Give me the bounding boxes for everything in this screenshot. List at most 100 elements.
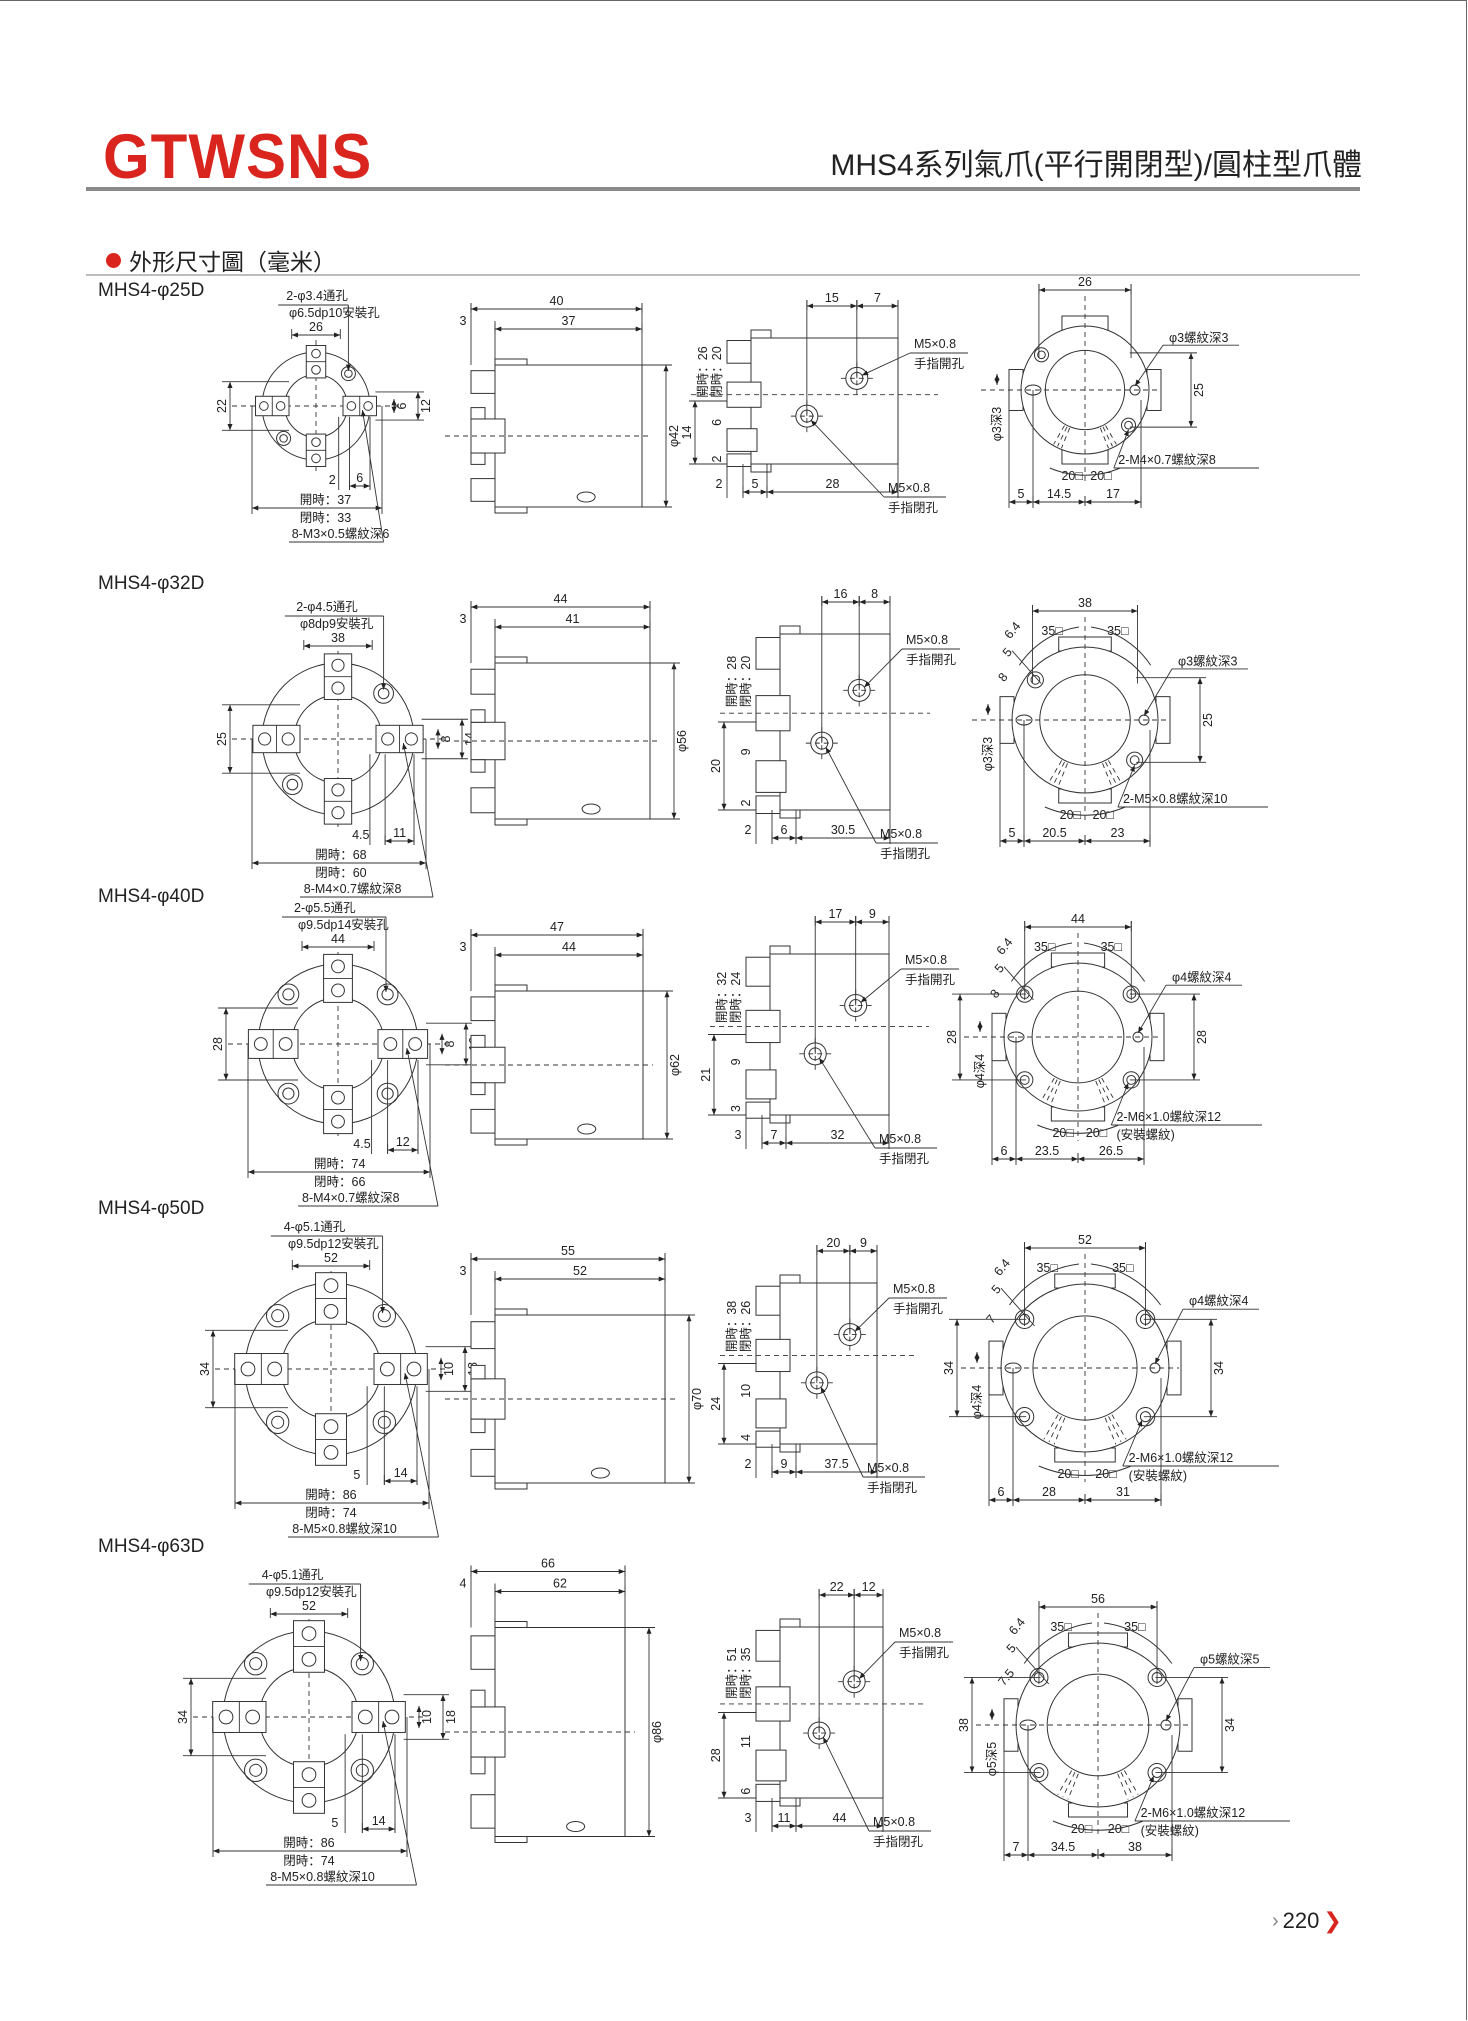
mount-hole <box>266 1410 290 1434</box>
screw-icon <box>323 1419 339 1434</box>
close-height-label: 閉時：20 <box>710 346 724 397</box>
slot-line <box>1003 966 1034 1001</box>
through-hole-note: 2-φ3.4通孔 <box>286 289 348 303</box>
open-port-label: 手指開孔 <box>905 972 956 987</box>
slot-line <box>1048 1416 1062 1443</box>
model-title: MHS4-φ25D <box>98 280 205 301</box>
side-lip-label: 3 <box>460 940 467 954</box>
section-title: 外形尺寸圖（毫米） <box>129 249 336 275</box>
tap-note: φ3螺紋深3 <box>1178 654 1238 668</box>
close-port-thread: M5×0.8 <box>879 1132 921 1146</box>
front-view: 2-φ5.5通孔φ9.5dp14安裝孔44288164.512開時：74閉時：6… <box>211 901 481 1207</box>
through-hole-note: 4-φ5.1通孔 <box>284 1220 346 1234</box>
front-width-dim-label: 52 <box>324 1251 338 1265</box>
jaw-b2-dim-label: 11 <box>778 1811 791 1825</box>
jaw-thread-note: 8-M4×0.7螺紋深8 <box>304 882 402 896</box>
jaw-stub <box>470 478 496 502</box>
slot-line <box>1057 763 1068 787</box>
close-port-thread: M5×0.8 <box>867 1461 909 1475</box>
jaw-b2-dim-label: 7 <box>771 1128 778 1142</box>
front-height-dim-label: 34 <box>176 1710 190 1724</box>
close-port-label: 手指閉孔 <box>880 846 931 861</box>
slot-line <box>1053 425 1065 445</box>
screw-icon <box>301 1793 317 1808</box>
leader-line <box>1143 668 1173 717</box>
jaw-b1-label: 2 <box>716 477 723 491</box>
jaw-stub <box>755 1398 787 1429</box>
jaw-lip <box>494 1621 528 1628</box>
slot-dim-a-label: 6.4 <box>1006 1615 1028 1637</box>
jaw-thread-note: 8-M3×0.5螺紋深6 <box>292 527 390 541</box>
leader-line <box>360 409 384 543</box>
angle-arc <box>1018 626 1080 666</box>
screw-icon <box>311 453 321 464</box>
jaw-stub <box>745 1069 777 1100</box>
screw-icon <box>323 1278 339 1293</box>
close-height-label: 閉時：26 <box>739 1301 753 1352</box>
leader-line <box>402 742 434 898</box>
jaw-v3-label: 6 <box>739 1788 753 1795</box>
close-port-thread: M5×0.8 <box>880 827 922 841</box>
mount-hole <box>376 983 399 1006</box>
side-body-dim-label: 41 <box>566 612 580 626</box>
mount-hole <box>282 774 303 795</box>
jaw-b1-label: 2 <box>745 1457 752 1471</box>
open-width-label: 開時：68 <box>315 848 366 862</box>
slot-line <box>1099 427 1109 449</box>
jaw-stub <box>745 1101 771 1119</box>
rear-view: 4435□35□6.458φ4螺紋深428φ4深4282-M6×1.0螺紋深12… <box>945 912 1262 1165</box>
jaw-v1-dim-label: 14 <box>680 426 694 440</box>
open-port-thread: M5×0.8 <box>893 1282 935 1296</box>
screw-icon <box>590 1467 610 1479</box>
front-bot-b-dim-label: 6 <box>356 471 363 485</box>
slot-line <box>1120 1771 1134 1798</box>
tap-note: φ3螺紋深3 <box>1169 331 1229 345</box>
jaw-lip <box>494 506 528 514</box>
rear-width-dim-label: 38 <box>1078 596 1092 610</box>
jaw-v3-label: 2 <box>710 455 724 462</box>
leader-line <box>1134 344 1164 387</box>
slot-line <box>1102 426 1113 447</box>
screw-icon <box>404 732 418 746</box>
rear-view: 5635□35□6.457.5φ5螺紋深534φ5深5382-M6×1.0螺紋深… <box>957 1592 1290 1861</box>
body-outline <box>779 1282 878 1445</box>
jaw-top-a-dim-label: 16 <box>834 587 848 601</box>
jaw-top-b-dim-label: 7 <box>874 291 881 305</box>
rear-b1-label: 5 <box>1009 826 1016 840</box>
slot-dim-c-label: 8 <box>995 670 1010 684</box>
jaw-v3-label: 3 <box>729 1105 743 1112</box>
jaw-b3-dim-label: 37.5 <box>824 1457 848 1471</box>
jaw-stub <box>745 956 771 987</box>
jaw-v1-dim-label: 24 <box>709 1397 723 1411</box>
screw-icon <box>258 732 272 746</box>
leader-line <box>1113 429 1129 469</box>
slot-line <box>1053 761 1065 785</box>
angle-arc <box>1008 1263 1080 1306</box>
jaw-stub <box>470 668 496 695</box>
jaw-stub <box>470 996 496 1022</box>
body-outline <box>494 1627 626 1837</box>
side-lip-label: 3 <box>460 1264 467 1278</box>
pin-note: φ4深4 <box>970 1385 984 1420</box>
angle-arc <box>1023 1622 1093 1664</box>
front-height-dim-label: 25 <box>215 732 229 746</box>
slot-line <box>1107 760 1122 783</box>
leader-line <box>1137 984 1167 1034</box>
leader-line <box>818 1057 876 1149</box>
jaw-b3-dim-label: 44 <box>833 1811 847 1825</box>
open-height-label: 開時：32 <box>715 972 729 1023</box>
jaw-stub <box>755 1629 781 1662</box>
jaw-top-b-dim-label: 12 <box>862 1580 876 1594</box>
pin-note: φ3深3 <box>981 737 995 772</box>
jaw-b1-label: 3 <box>735 1128 742 1142</box>
model-row-2: 2-φ5.5通孔φ9.5dp14安裝孔44288164.512開時：74閉時：6… <box>211 901 1262 1207</box>
rear-b3-dim-label: 26.5 <box>1099 1144 1123 1158</box>
slot-line <box>1123 1770 1139 1795</box>
tap-note: φ4螺紋深4 <box>1189 1294 1249 1308</box>
front-height-dim-label: 22 <box>215 399 229 413</box>
close-height-label: 閉時：24 <box>729 972 743 1023</box>
